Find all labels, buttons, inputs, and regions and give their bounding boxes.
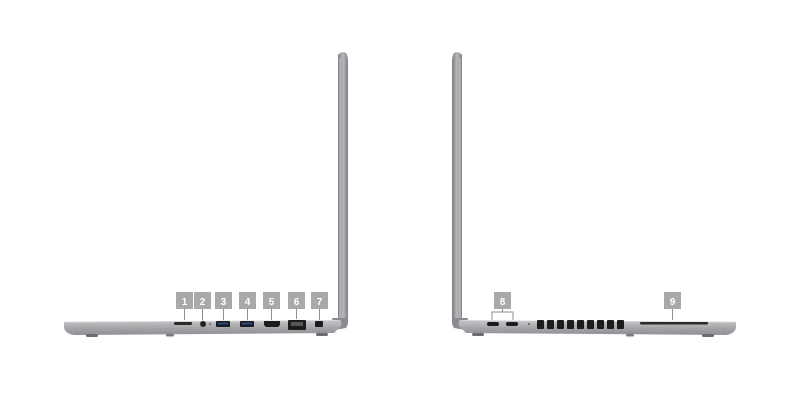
rubber-foot bbox=[702, 334, 714, 337]
callout-label: 2 bbox=[200, 297, 206, 308]
smart-card-slot-icon bbox=[640, 322, 708, 325]
rubber-foot bbox=[86, 334, 98, 337]
callout-group-right: 8 9 bbox=[491, 292, 681, 320]
hdmi-port-icon bbox=[264, 321, 280, 327]
callout-label: 6 bbox=[294, 297, 300, 308]
callout-9: 9 bbox=[664, 292, 681, 320]
usb-c-port-icon bbox=[487, 322, 499, 326]
usb-c-port-icon bbox=[506, 322, 518, 326]
sd-card-slot-icon bbox=[174, 322, 192, 325]
air-vent-icon bbox=[537, 320, 624, 329]
rubber-foot bbox=[166, 334, 174, 337]
laptop-lid bbox=[452, 52, 462, 326]
callout-2: 2 bbox=[194, 292, 211, 320]
audio-jack-icon bbox=[199, 320, 207, 328]
laptop-lid bbox=[338, 52, 348, 326]
lock-slot-icon bbox=[315, 321, 323, 327]
callout-label: 4 bbox=[245, 297, 251, 308]
callout-group-left: 1 2 3 4 5 bbox=[176, 292, 328, 320]
callout-label: 5 bbox=[269, 297, 275, 308]
callout-4: 4 bbox=[239, 292, 256, 320]
callout-label: 9 bbox=[670, 297, 676, 308]
laptop-right-side-view: 8 9 bbox=[452, 52, 736, 337]
callout-1: 1 bbox=[176, 292, 193, 320]
callout-6: 6 bbox=[288, 292, 305, 319]
laptop-left-side-view: 1 2 3 4 5 bbox=[64, 52, 348, 337]
callout-5: 5 bbox=[263, 292, 280, 320]
rubber-foot bbox=[626, 334, 634, 337]
callout-label: 1 bbox=[182, 297, 188, 308]
callout-label: 3 bbox=[221, 297, 227, 308]
callout-3: 3 bbox=[215, 292, 232, 320]
rubber-foot bbox=[316, 333, 328, 336]
callout-label: 7 bbox=[317, 297, 323, 308]
callout-label: 8 bbox=[500, 297, 506, 308]
callout-7: 7 bbox=[311, 292, 328, 320]
callout-8: 8 bbox=[491, 292, 514, 320]
rubber-foot bbox=[472, 333, 484, 336]
